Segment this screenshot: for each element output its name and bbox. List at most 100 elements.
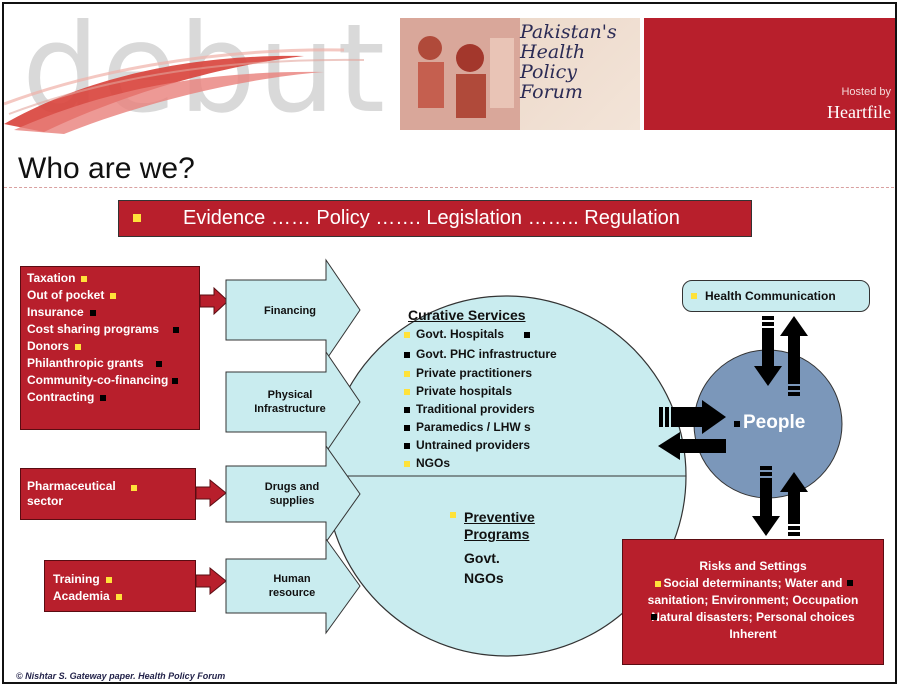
- arrow-label-drugs: Drugs and supplies: [264, 481, 320, 507]
- list-item: Philanthropic grants: [27, 355, 193, 372]
- list-item: Academia: [53, 588, 189, 605]
- bullet-icon: [450, 512, 456, 518]
- bullet-icon: [155, 360, 162, 367]
- item-label: Cost sharing programs: [27, 322, 160, 336]
- risk-line: Risks and Settings: [699, 559, 807, 573]
- forum-title: Pakistan's Health Policy Forum: [520, 21, 617, 103]
- bullet-icon: [847, 580, 853, 586]
- bullet-icon: [404, 331, 410, 338]
- bullet-icon: [75, 343, 81, 350]
- item-label: Govt. Hospitals: [416, 327, 505, 341]
- bullet-icon: [404, 370, 410, 377]
- item-label: Private practitioners: [416, 366, 533, 380]
- list-item: Untrained providers: [404, 438, 530, 452]
- item-label: Insurance: [27, 305, 84, 319]
- title-divider: [4, 187, 895, 188]
- bullet-icon: [173, 326, 180, 333]
- preventive-item: NGOs: [464, 570, 504, 586]
- list-item: Private hospitals: [404, 384, 512, 398]
- item-label: Contracting: [27, 390, 95, 404]
- item-label: Taxation: [27, 271, 76, 285]
- list-item: Paramedics / LHW s: [404, 420, 531, 434]
- risk-line: Natural disasters; Personal choices: [651, 610, 855, 624]
- bullet-icon: [100, 394, 107, 401]
- banner-text: Evidence …… Policy ……. Legislation …….. …: [183, 207, 680, 229]
- footer-credit: © Nishtar S. Gateway paper. Health Polic…: [16, 671, 226, 681]
- list-item: Out of pocket: [27, 287, 193, 304]
- bullet-icon: [404, 406, 410, 413]
- policy-banner: Evidence …… Policy ……. Legislation …….. …: [118, 200, 752, 237]
- list-item: Donors: [27, 338, 193, 355]
- exchange-arrows: [658, 400, 726, 460]
- list-item: Govt. Hospitals: [404, 327, 531, 341]
- hosted-by-label: Hosted by: [841, 86, 891, 98]
- bullet-icon: [172, 377, 179, 384]
- arrow-label-financing: Financing: [264, 305, 316, 317]
- list-item: Taxation: [27, 270, 193, 287]
- item-label: Untrained providers: [416, 438, 531, 452]
- pharmaceutical-box: Pharmaceutical sector: [20, 468, 196, 520]
- bullet-icon: [404, 442, 410, 449]
- item-label: Traditional providers: [416, 402, 535, 416]
- bullet-icon: [131, 485, 137, 491]
- item-label: Paramedics / LHW s: [416, 420, 531, 434]
- list-item: Training: [53, 571, 189, 588]
- preventive-title: Preventive Programs: [464, 509, 535, 542]
- risk-arrows: [752, 466, 808, 536]
- list-item: NGOs: [404, 456, 450, 470]
- list-item: Community-co-financing: [27, 372, 193, 389]
- preventive-item: Govt.: [464, 550, 500, 566]
- people-label: People: [743, 412, 806, 433]
- health-communication-label: Health Communication: [705, 289, 836, 303]
- diagram-shapes: [195, 258, 843, 657]
- host-panel: Hosted by Heartfile: [644, 18, 895, 130]
- list-item: Traditional providers: [404, 402, 535, 416]
- risk-line: Social determinants; Water and: [663, 576, 843, 590]
- item-label: Donors: [27, 339, 69, 353]
- input-arrows: [225, 258, 361, 635]
- item-label: NGOs: [416, 456, 451, 470]
- forum-photo-banner: Pakistan's Health Policy Forum: [400, 18, 640, 130]
- list-item: Cost sharing programs: [27, 321, 193, 338]
- financing-sources-box: Taxation Out of pocket Insurance Cost sh…: [20, 266, 200, 430]
- risk-line: sanitation; Environment; Occupation: [647, 593, 859, 607]
- risks-settings-box: Risks and Settings Social determinants; …: [622, 539, 884, 665]
- item-label: Academia: [53, 589, 110, 603]
- bullet-icon: [651, 614, 657, 620]
- list-item: Govt. PHC infrastructure: [404, 347, 557, 361]
- health-communication-box: Health Communication: [682, 280, 870, 312]
- training-box: Training Academia: [44, 560, 196, 612]
- arrow-label-human-resource: Human resource: [268, 573, 316, 599]
- bullet-icon: [89, 309, 96, 316]
- bullet-icon: [691, 293, 697, 299]
- risk-line: Inherent: [729, 627, 777, 641]
- item-label: Out of pocket: [27, 288, 105, 302]
- bullet-icon: [133, 214, 141, 222]
- bullet-icon: [81, 275, 88, 282]
- bullet-icon: [110, 292, 117, 299]
- list-item: Private practitioners: [404, 366, 532, 380]
- bullet-icon: [655, 581, 661, 587]
- bullet-icon: [404, 388, 410, 395]
- arrow-label-infrastructure: Physical Infrastructure: [254, 389, 326, 415]
- bullet-icon: [404, 424, 410, 431]
- bullet-icon: [524, 331, 531, 338]
- connector-arrows: [195, 286, 229, 596]
- bullet-icon: [115, 593, 122, 600]
- page-title: Who are we?: [18, 152, 195, 185]
- item-label: Govt. PHC infrastructure: [416, 347, 557, 361]
- bullet-icon: [105, 576, 112, 583]
- list-item: Insurance: [27, 304, 193, 321]
- list-item: Pharmaceutical sector: [27, 479, 137, 509]
- list-item: Contracting: [27, 389, 193, 406]
- forum-photo-image: [400, 18, 520, 130]
- item-label: Training: [53, 572, 100, 586]
- bullet-icon: [734, 421, 740, 427]
- item-label: Community-co-financing: [27, 373, 169, 387]
- curative-title: Curative Services: [408, 307, 526, 323]
- host-name: Heartfile: [827, 102, 891, 122]
- swoosh-graphic: [4, 48, 365, 134]
- bullet-icon: [404, 351, 410, 358]
- communication-arrows: [754, 316, 808, 396]
- bullet-icon: [404, 460, 410, 467]
